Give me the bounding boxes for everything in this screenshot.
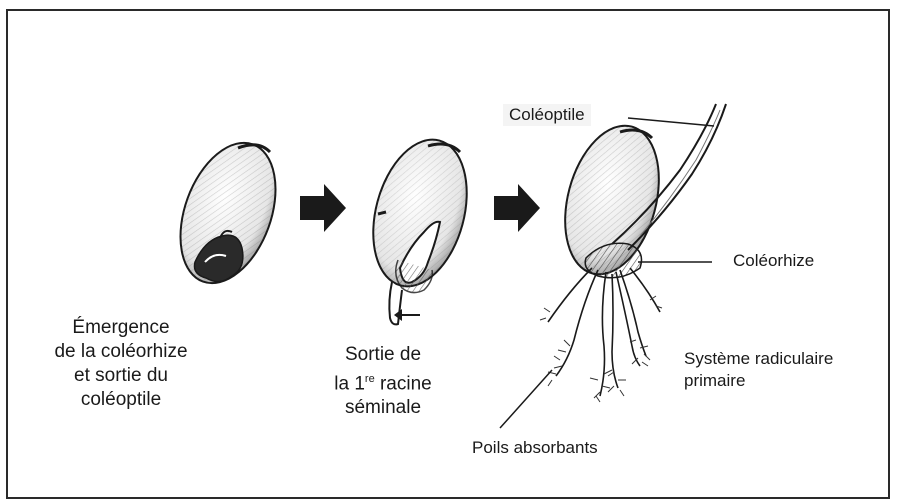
arrow-2 [494,184,540,232]
caption-stage-2-sup: re [365,373,375,385]
caption-stage-1-line-3: et sortie du [36,364,206,388]
label-systeme-radiculaire: Système radiculaire primaire [684,348,833,392]
label-systeme-line-2: primaire [684,370,833,392]
caption-stage-2-post: racine [375,373,432,394]
caption-stage-1-line-2: de la coléorhize [36,340,206,364]
seed-stage-1 [163,130,294,297]
label-coleorhize: Coléorhize [733,250,814,272]
seed-stage-2 [358,129,482,324]
caption-stage-2: Sortie de la 1re racine séminale [318,343,448,420]
label-poils-absorbants: Poils absorbants [472,437,598,459]
arrow-1 [300,184,346,232]
caption-stage-2-line-3: séminale [318,396,448,420]
label-coleoptile: Coléoptile [503,104,591,126]
caption-stage-1-line-4: coléoptile [36,388,206,412]
caption-stage-1-line-1: Émergence [36,316,206,340]
caption-stage-2-pre: la 1 [334,373,365,394]
caption-stage-2-line-1: Sortie de [318,343,448,367]
label-systeme-line-1: Système radiculaire [684,348,833,370]
caption-stage-2-line-2: la 1re racine [318,367,448,396]
caption-stage-1: Émergence de la coléorhize et sortie du … [36,316,206,412]
